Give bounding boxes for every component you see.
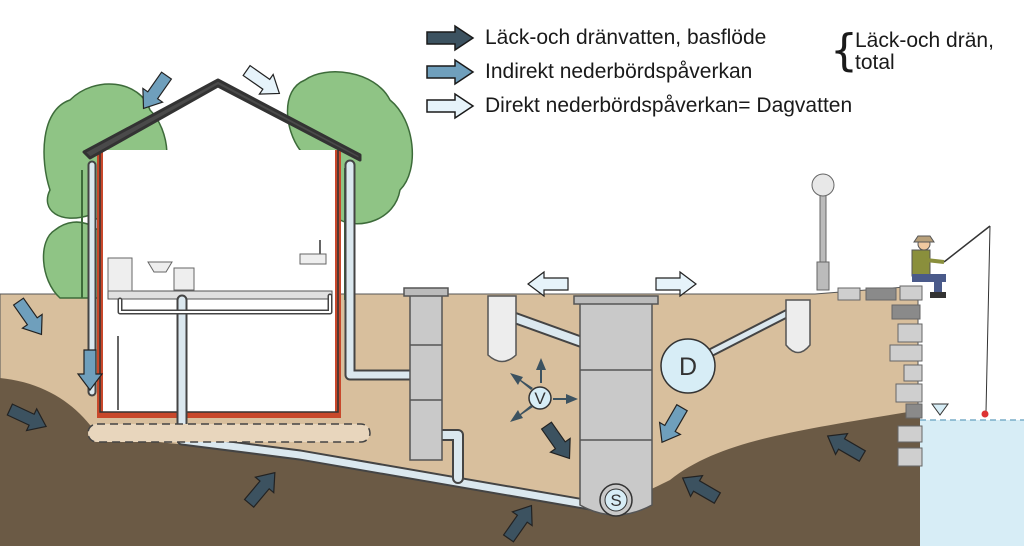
legend-total-line2: total xyxy=(855,51,895,74)
flow-arrows xyxy=(6,64,867,543)
v-small-arrows xyxy=(510,358,578,422)
legend-total-line1: Läck-och drän, xyxy=(855,29,994,52)
flow-arrow-0 xyxy=(142,71,173,110)
legend-arrow-mid-icon xyxy=(426,58,475,86)
marker-stormwater: D xyxy=(679,353,697,381)
legend-label-basflode: Läck-och dränvatten, basflöde xyxy=(485,26,767,49)
manholes xyxy=(403,287,811,516)
marker-distribution: V xyxy=(534,389,546,408)
flow-arrow-5 xyxy=(243,471,276,509)
legend-arrow-light-icon xyxy=(426,92,475,120)
flow-arrow-8 xyxy=(658,403,689,444)
legend-label-indirekt: Indirekt nederbördspåverkan xyxy=(485,60,753,83)
marker-sewer: S xyxy=(610,491,621,510)
deep-soil xyxy=(0,378,920,546)
legend-item-basflode: Läck-och dränvatten, basflöde xyxy=(425,24,766,52)
marker-circles: V D S xyxy=(528,338,716,517)
flow-arrow-10 xyxy=(826,432,867,463)
flow-arrow-6 xyxy=(502,504,533,543)
street-lamp xyxy=(811,173,835,291)
legend-item-dagvatten: Direkt nederbördspåverkan= Dagvatten xyxy=(425,92,852,120)
legend-label-dagvatten: Direkt nederbördspåverkan= Dagvatten xyxy=(485,94,853,117)
flow-arrow-9 xyxy=(681,474,722,505)
roof xyxy=(82,78,362,162)
water-level-marker xyxy=(931,403,949,416)
legend-item-indirekt: Indirekt nederbördspåverkan xyxy=(425,58,752,86)
flow-arrow-11 xyxy=(527,270,569,298)
pier-stones xyxy=(837,285,923,467)
flow-arrow-12 xyxy=(655,270,697,298)
house xyxy=(82,78,362,418)
flow-arrow-7 xyxy=(540,421,571,460)
legend-total-label: Läck-och drän, total xyxy=(855,30,994,74)
foundation-drain xyxy=(87,423,371,443)
pipes xyxy=(87,159,795,511)
flow-arrow-3 xyxy=(76,349,104,391)
legend-brace: { xyxy=(830,25,858,76)
legend-arrow-dark-icon xyxy=(426,24,475,52)
flow-arrow-2 xyxy=(12,297,43,336)
lake-water xyxy=(920,420,1024,546)
flow-arrow-4 xyxy=(6,403,48,432)
fisherman xyxy=(911,225,991,418)
flow-arrow-1 xyxy=(242,64,281,95)
